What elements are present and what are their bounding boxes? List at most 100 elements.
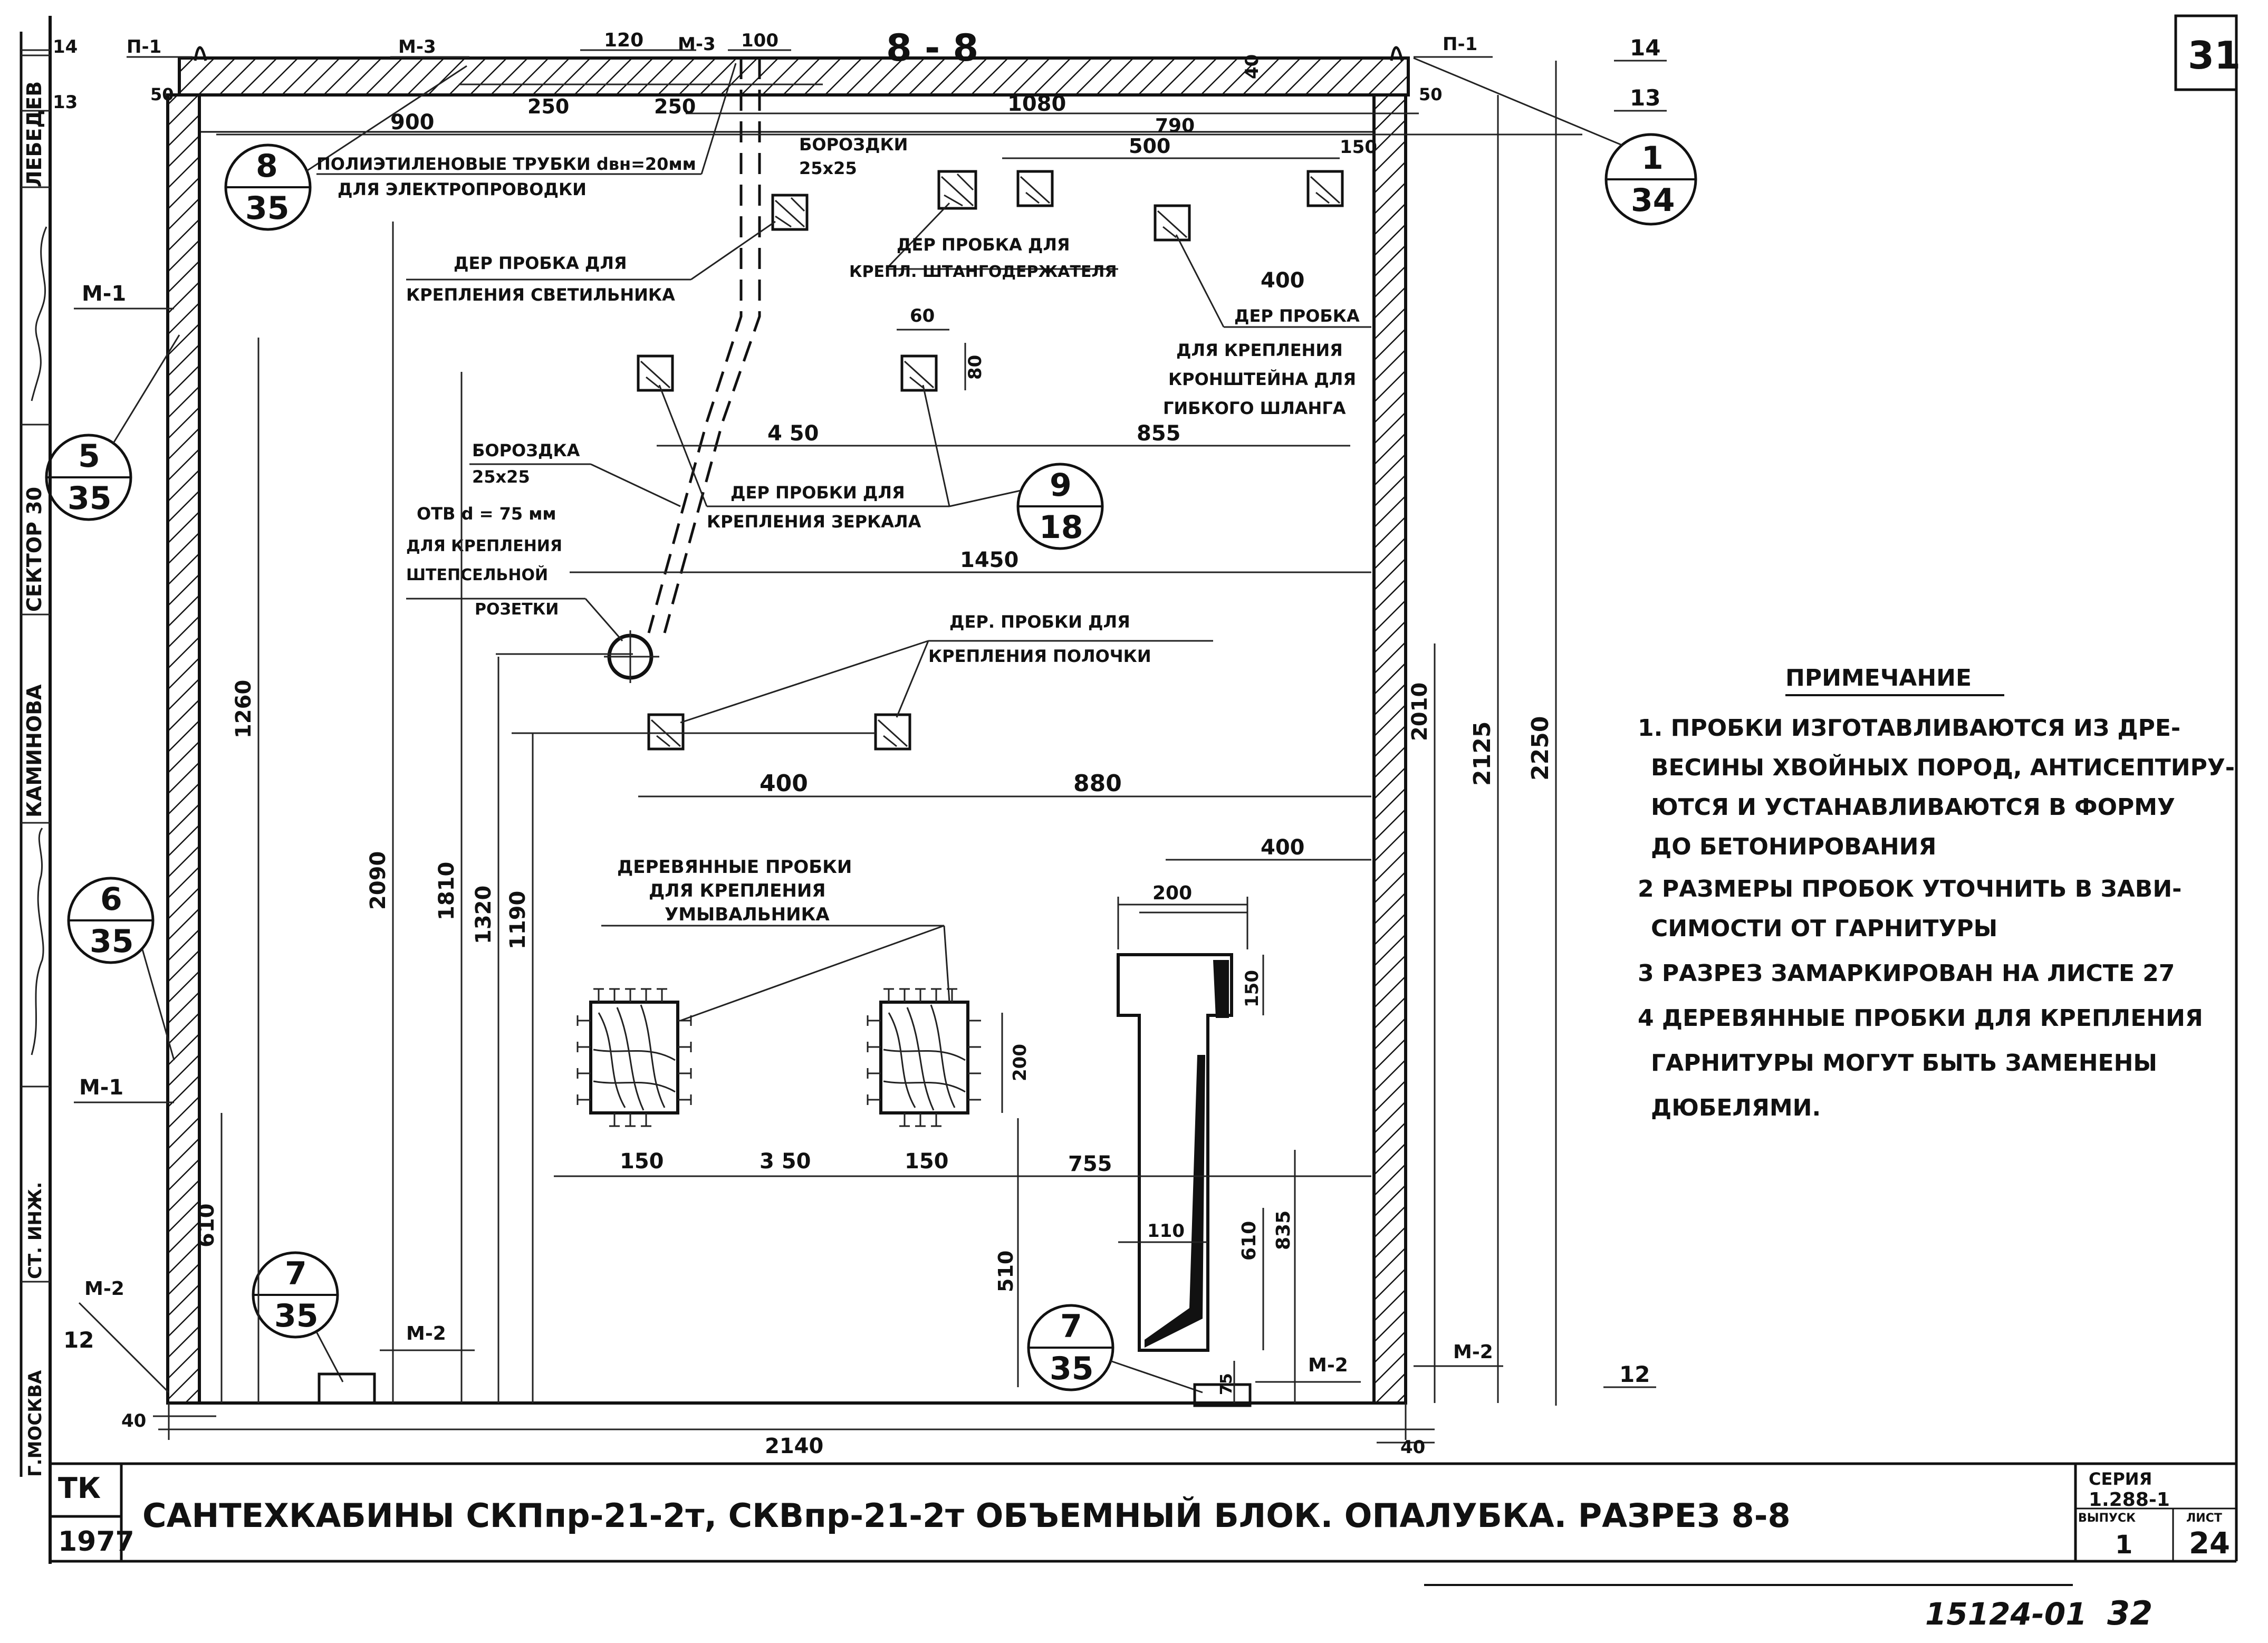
dim-75: 75: [1217, 1373, 1236, 1395]
dimension-texts: 120 100 40 50 50 900 250 250 1080 790 50…: [121, 30, 1554, 1458]
mark-p1-left: П-1: [127, 36, 161, 57]
label-hole-1: ОТВ d = 75 мм: [417, 504, 556, 524]
dim-1190: 1190: [506, 891, 530, 949]
dim-50l: 50: [150, 84, 174, 104]
stamp-name1: ЛЕБЕДЕВ: [23, 81, 46, 187]
plug-light: [771, 194, 809, 231]
svg-text:7: 7: [285, 1255, 307, 1292]
mark-m2-left: М-2: [84, 1278, 124, 1300]
note-line-4: ДО БЕТОНИРОВАНИЯ: [1651, 833, 1936, 860]
label-tubes-1: ПОЛИЭТИЛЕНОВЫЕ ТРУБКИ dвн=20мм: [316, 154, 696, 174]
plug-basin-2: [867, 988, 981, 1127]
svg-text:34: 34: [1631, 182, 1675, 219]
callout-5-35: 5 35: [45, 334, 180, 521]
dim-100: 100: [741, 30, 779, 51]
svg-text:35: 35: [274, 1298, 319, 1334]
dim-150v: 150: [1242, 970, 1263, 1007]
level-12-right: 12: [1619, 1361, 1650, 1387]
label-groove2-1: БОРОЗДКА: [472, 440, 580, 460]
plug-basin-1: [576, 988, 692, 1127]
dim-755: 755: [1068, 1152, 1112, 1176]
bottom-stamp: 15124-01: [1925, 1596, 2087, 1632]
dim-110: 110: [1147, 1221, 1185, 1242]
bracket-profile: [1117, 897, 1248, 1352]
label-plug-bracket-4: ГИБКОГО ШЛАНГА: [1163, 398, 1346, 418]
dim-150top: 150: [1340, 137, 1377, 158]
dim-150b: 150: [905, 1149, 949, 1174]
svg-text:7: 7: [1060, 1308, 1082, 1345]
plug-mirror-2: [900, 354, 938, 392]
dim-1810: 1810: [435, 862, 459, 920]
sheet-value: 24: [2189, 1526, 2230, 1561]
mark-m2-center: М-2: [1308, 1354, 1348, 1376]
dim-2140: 2140: [765, 1434, 823, 1458]
dim-200a: 200: [1152, 882, 1192, 904]
svg-text:35: 35: [1050, 1350, 1094, 1387]
dim-610b: 610: [1238, 1221, 1260, 1261]
svg-text:9: 9: [1050, 467, 1072, 504]
callout-6-35: 6 35: [67, 877, 175, 1061]
label-plug-bracket-2: ДЛЯ КРЕПЛЕНИЯ: [1176, 340, 1343, 360]
sheet-label: ЛИСТ: [2186, 1512, 2222, 1525]
dim-900: 900: [390, 110, 435, 134]
label-plug-light-1: ДЕР ПРОБКА ДЛЯ: [454, 253, 627, 273]
plug-bracket: [1154, 204, 1191, 242]
leader-lines: [316, 63, 1371, 1022]
stamp-position: СТ. ИНЖ.: [25, 1182, 46, 1279]
svg-text:18: 18: [1039, 509, 1083, 546]
mark-m1-bottom: М-1: [79, 1075, 123, 1100]
label-hole-3: ШТЕПСЕЛЬНОЙ: [406, 565, 548, 584]
plug-rod-2: [1016, 170, 1054, 207]
label-plug-rod-1: ДЕР ПРОБКА ДЛЯ: [897, 235, 1070, 255]
note-line-9: ГАРНИТУРЫ МОГУТ БЫТЬ ЗАМЕНЕНЫ: [1651, 1050, 2157, 1077]
conduit-tubes: [604, 58, 761, 683]
dim-250a: 250: [527, 95, 569, 118]
label-plug-light-2: КРЕПЛЕНИЯ СВЕТИЛЬНИКА: [406, 285, 675, 305]
note-line-1: 1. ПРОБКИ ИЗГОТАВЛИВАЮТСЯ ИЗ ДРЕ-: [1638, 715, 2180, 742]
dim-80: 80: [965, 355, 986, 380]
drawing-title: САНТЕХКАБИНЫ СКПпр-21-2т, СКВпр-21-2т ОБ…: [142, 1496, 1791, 1535]
stamp-dept: СЕКТОР 30: [23, 487, 46, 612]
issue-value: 1: [2115, 1530, 2132, 1560]
level-13: 13: [1630, 85, 1660, 111]
title-org: ТК: [58, 1472, 101, 1505]
label-plug-basin-3: УМЫВАЛЬНИКА: [665, 904, 830, 925]
svg-text:1: 1: [1641, 140, 1664, 177]
label-plug-bracket-1: ДЕР ПРОБКА: [1234, 306, 1360, 326]
callout-8-35: 8 35: [224, 65, 467, 231]
callout-7-35-left: 7 35: [252, 1251, 344, 1382]
svg-text:35: 35: [90, 923, 134, 960]
mark-m1-top: М-1: [82, 282, 126, 306]
level-14: 14: [1630, 35, 1660, 61]
dim-450: 4 50: [767, 421, 819, 446]
wall-marks: П-1 П-1 М-3 М-3 М-1 М-1 М-2 М-2 М-2 М-2 …: [63, 34, 1667, 1394]
label-hole-4: РОЗЕТКИ: [475, 600, 559, 619]
notes-heading: ПРИМЕЧАНИЕ: [1785, 665, 1972, 691]
dim-40l: 40: [121, 1410, 146, 1431]
sheet-corner-number: 31: [2188, 33, 2241, 78]
title-year: 1977: [58, 1526, 134, 1558]
label-plug-shelf-2: КРЕПЛЕНИЯ ПОЛОЧКИ: [928, 646, 1151, 666]
mark-m3-a: М-3: [398, 36, 436, 57]
dim-40top: 40: [1242, 54, 1263, 79]
dim-150a: 150: [620, 1149, 664, 1174]
dim-610a: 610: [195, 1204, 219, 1248]
note-line-10: ДЮБЕЛЯМИ.: [1651, 1094, 1821, 1121]
level-12-left: 12: [63, 1327, 94, 1353]
svg-text:8: 8: [256, 148, 278, 185]
label-groove2-2: 25х25: [472, 467, 530, 487]
issue-label: ВЫПУСК: [2078, 1512, 2136, 1525]
dim-400b: 400: [760, 770, 808, 797]
dim-835: 835: [1273, 1210, 1294, 1250]
label-tubes-2: ДЛЯ ЭЛЕКТРОПРОВОДКИ: [338, 179, 587, 199]
dim-855: 855: [1137, 421, 1181, 446]
dim-40r: 40: [1400, 1437, 1425, 1458]
floor-plug-left: [318, 1372, 376, 1405]
left-stamp: ЛЕБЕДЕВ СЕКТОР 30 КАМИНОВА СТ. ИНЖ. Г.МО…: [20, 32, 78, 1477]
dim-790: 790: [1155, 115, 1195, 137]
callout-7-35-right: 7 35: [1027, 1304, 1203, 1394]
dim-1080: 1080: [1007, 92, 1066, 116]
svg-text:35: 35: [68, 480, 112, 517]
wood-plugs: [318, 170, 1344, 1407]
dim-2010: 2010: [1408, 683, 1432, 741]
